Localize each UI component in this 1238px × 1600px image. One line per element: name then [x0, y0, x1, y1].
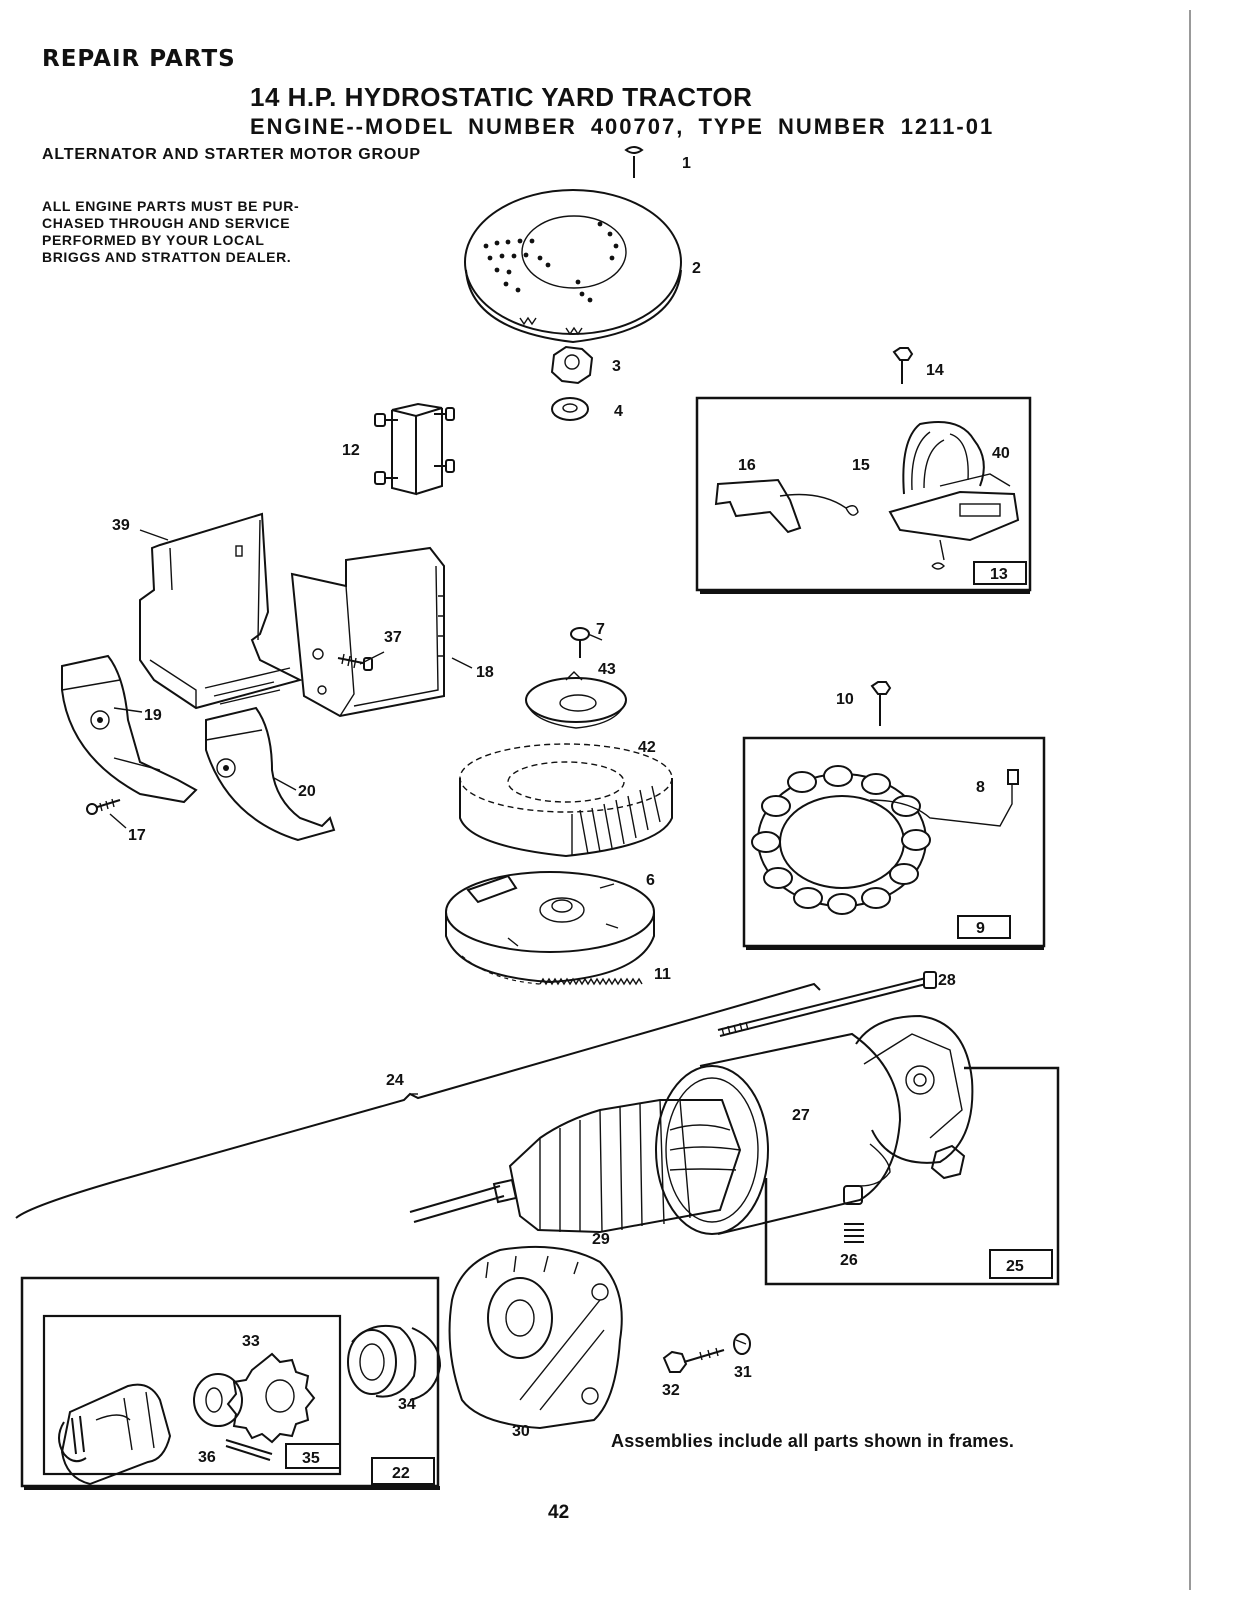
screw-part-1 — [624, 146, 644, 178]
callout-4: 4 — [614, 403, 623, 420]
flywheel-screen-part-2 — [464, 189, 682, 344]
callout-32: 32 — [662, 1382, 680, 1399]
callout-33: 33 — [242, 1333, 260, 1350]
housing-part-27 — [655, 1032, 902, 1235]
screw-part-14 — [892, 347, 914, 384]
callout-15: 15 — [852, 457, 870, 474]
retainer-part-43 — [525, 671, 627, 729]
callout-7: 7 — [596, 621, 605, 638]
section-heading: REPAIR PARTS — [42, 46, 236, 72]
side-panel-part-20 — [205, 706, 336, 842]
callout-3: 3 — [612, 358, 621, 375]
armature-part-29 — [409, 1099, 742, 1234]
callout-29: 29 — [592, 1231, 610, 1248]
callout-22: 22 — [392, 1465, 410, 1482]
notice-line: ALL ENGINE PARTS MUST BE PUR- — [42, 198, 300, 214]
notice-line: PERFORMED BY YOUR LOCAL — [42, 232, 265, 248]
nut-part-3 — [550, 345, 594, 385]
drive-cap-part-30 — [448, 1245, 623, 1430]
callout-19: 19 — [144, 707, 162, 724]
through-bolt-part-28 — [717, 971, 937, 1037]
callout-2: 2 — [692, 260, 701, 277]
screw-part-10 — [870, 681, 892, 726]
callout-20: 20 — [298, 783, 316, 800]
frame-assembly-22 — [20, 1276, 442, 1490]
callout-25: 25 — [1006, 1258, 1024, 1275]
callout-27: 27 — [792, 1107, 810, 1124]
callout-6: 6 — [646, 872, 655, 889]
callout-24: 24 — [386, 1072, 404, 1089]
callout-26: 26 — [840, 1252, 858, 1269]
callout-40: 40 — [992, 445, 1010, 462]
page-number: 42 — [548, 1502, 570, 1523]
callout-28: 28 — [938, 972, 956, 989]
bolt-part-32 — [662, 1347, 725, 1373]
callout-10: 10 — [836, 691, 854, 708]
screw-part-37 — [337, 653, 373, 671]
callout-30: 30 — [512, 1423, 530, 1440]
rectifier-part-12 — [374, 402, 455, 496]
callout-42: 42 — [638, 739, 656, 756]
notice-line: BRIGGS AND STRATTON DEALER. — [42, 249, 292, 265]
callout-18: 18 — [476, 664, 494, 681]
frame-assembly-13 — [695, 396, 1032, 594]
page-title: 14 H.P. HYDROSTATIC YARD TRACTOR — [250, 82, 753, 112]
leader-lines — [109, 529, 603, 1095]
callout-43: 43 — [598, 661, 616, 678]
magnet-ring-part-42 — [459, 743, 673, 858]
callout-17: 17 — [128, 827, 146, 844]
callout-14: 14 — [926, 362, 944, 379]
frame-assembly-25 — [764, 1014, 1060, 1286]
dealer-notice: ALL ENGINE PARTS MUST BE PUR- CHASED THR… — [42, 198, 347, 266]
parts-group-title: ALTERNATOR AND STARTER MOTOR GROUP — [42, 146, 421, 163]
callout-31: 31 — [734, 1364, 752, 1381]
screw-part-7 — [570, 627, 590, 658]
callout-39: 39 — [112, 517, 130, 534]
callout-34: 34 — [398, 1396, 416, 1413]
cover-part-18 — [290, 546, 445, 718]
washer-part-4 — [551, 397, 589, 421]
flywheel-part-6 — [445, 871, 655, 986]
frame-assembly-9 — [742, 736, 1046, 950]
callout-12: 12 — [342, 442, 360, 459]
side-panel-part-19 — [61, 654, 198, 804]
notice-line: CHASED THROUGH AND SERVICE — [42, 215, 291, 231]
shield-part-39 — [139, 512, 303, 710]
callout-36: 36 — [198, 1449, 216, 1466]
callout-13: 13 — [990, 566, 1008, 583]
callout-9: 9 — [976, 920, 985, 937]
callout-11: 11 — [654, 966, 671, 983]
callout-37: 37 — [384, 629, 402, 646]
engine-model-line: ENGINE--MODEL NUMBER 400707, TYPE NUMBER… — [250, 114, 995, 139]
assemblies-footnote: Assemblies include all parts shown in fr… — [611, 1431, 1015, 1451]
callout-16: 16 — [738, 457, 756, 474]
spring-part-26 — [844, 1223, 864, 1243]
lock-washer-part-31 — [733, 1333, 751, 1355]
callout-1: 1 — [682, 155, 691, 172]
callout-8: 8 — [976, 779, 985, 796]
callout-35: 35 — [302, 1450, 320, 1467]
screw-part-17 — [86, 798, 121, 815]
